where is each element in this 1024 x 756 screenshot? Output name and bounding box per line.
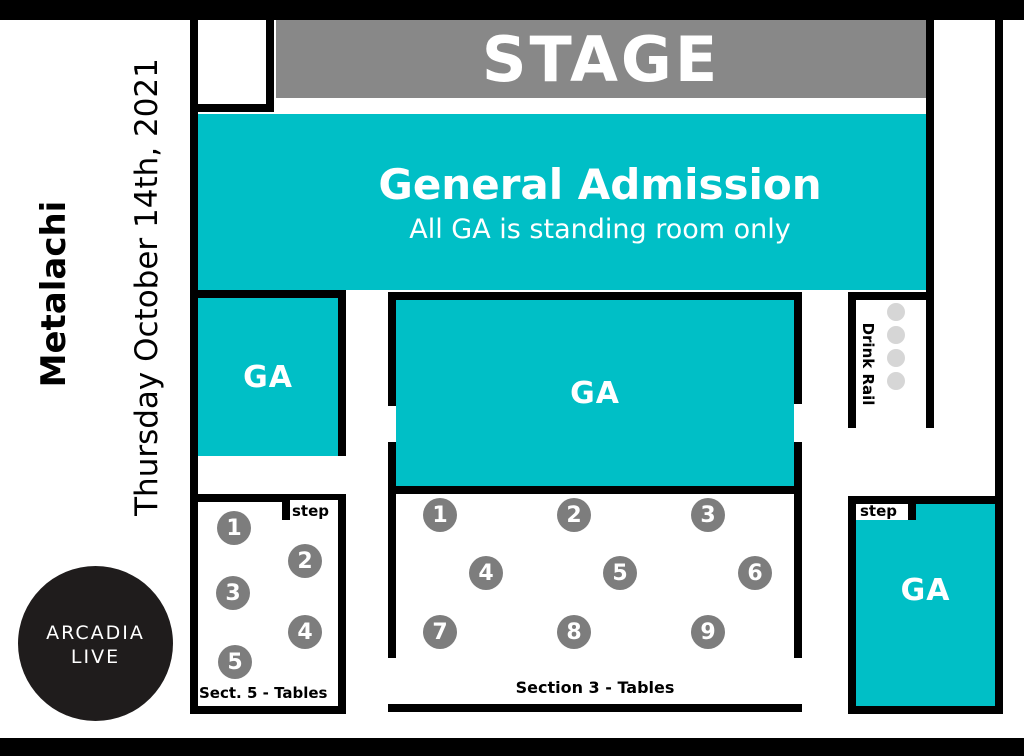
drink-rail-label: Drink Rail	[859, 322, 877, 406]
ga-left-label: GA	[243, 359, 293, 395]
wall-section3-bottom	[388, 704, 802, 712]
wall-left-ga-right	[338, 290, 346, 456]
wall-right-ga-left	[848, 496, 856, 714]
wall-center-left-upper	[388, 292, 396, 406]
logo-line-1: ARCADIA	[46, 622, 145, 644]
section5-table-4[interactable]: 4	[288, 615, 322, 649]
wall-center-left-lower	[388, 442, 396, 658]
wall-section5-top	[190, 494, 282, 502]
top-border	[0, 0, 1024, 20]
ga-right-label-wrap: GA	[856, 520, 995, 660]
wall-right-inner-top	[926, 20, 934, 428]
wall-stage-left-corner-h	[190, 104, 274, 112]
section5-table-1[interactable]: 1	[217, 511, 251, 545]
drink-rail-stool	[887, 372, 905, 390]
section3-table-7[interactable]: 7	[423, 615, 457, 649]
stage: STAGE	[276, 20, 926, 98]
wall-drink-rail-top	[848, 292, 926, 300]
section3-table-6[interactable]: 6	[738, 556, 772, 590]
step-right-label: step	[860, 502, 898, 520]
wall-right-step-v	[908, 496, 916, 520]
ga-center-area[interactable]: GA	[396, 300, 794, 486]
general-admission-title: General Admission	[378, 160, 822, 209]
ga-center-label: GA	[570, 375, 620, 411]
logo-line-2: LIVE	[70, 646, 121, 668]
stage-label: STAGE	[481, 22, 721, 96]
wall-section5-right	[338, 494, 346, 714]
section3-table-5[interactable]: 5	[603, 556, 637, 590]
wall-left-ga-top	[190, 290, 346, 298]
wall-center-ga-top	[388, 292, 802, 300]
wall-center-right-lower	[794, 442, 802, 658]
section3-table-8[interactable]: 8	[557, 615, 591, 649]
section3-label: Section 3 - Tables	[515, 678, 675, 697]
section3-table-1[interactable]: 1	[423, 498, 457, 532]
event-date: Thursday October 14th, 2021	[129, 58, 165, 516]
drink-rail-stool	[887, 349, 905, 367]
general-admission-area[interactable]: General Admission All GA is standing roo…	[198, 114, 926, 290]
wall-right-ga-bottom	[848, 706, 1003, 714]
wall-left-step-v	[282, 494, 290, 520]
section3-table-3[interactable]: 3	[691, 498, 725, 532]
section5-label: Sect. 5 - Tables	[199, 684, 328, 702]
wall-center-divider	[388, 486, 802, 494]
section3-table-9[interactable]: 9	[691, 615, 725, 649]
ga-right-label: GA	[900, 572, 951, 608]
wall-right-step-top	[848, 496, 1003, 504]
wall-drink-rail-left	[848, 292, 856, 428]
section5-table-2[interactable]: 2	[288, 544, 322, 578]
wall-right-outer	[995, 20, 1003, 714]
drink-rail-stool	[887, 303, 905, 321]
arcadia-live-logo: ARCADIA LIVE	[18, 566, 173, 721]
section5-table-3[interactable]: 3	[216, 576, 250, 610]
wall-left-outer	[190, 20, 198, 714]
section3-table-2[interactable]: 2	[557, 498, 591, 532]
ga-right-area-lower[interactable]	[856, 520, 995, 706]
wall-stage-left-corner-v	[266, 20, 274, 112]
general-admission-subtitle: All GA is standing room only	[409, 214, 791, 245]
artist-name: Metalachi	[34, 200, 74, 388]
bottom-border	[0, 738, 1024, 756]
step-left-label: step	[292, 502, 330, 520]
wall-section5-bottom	[190, 706, 346, 714]
wall-center-right-upper	[794, 292, 802, 404]
drink-rail-stool	[887, 326, 905, 344]
wall-left-step-h	[282, 494, 346, 500]
section3-table-4[interactable]: 4	[469, 556, 503, 590]
ga-left-area[interactable]: GA	[198, 298, 338, 456]
section5-table-5[interactable]: 5	[218, 645, 252, 679]
